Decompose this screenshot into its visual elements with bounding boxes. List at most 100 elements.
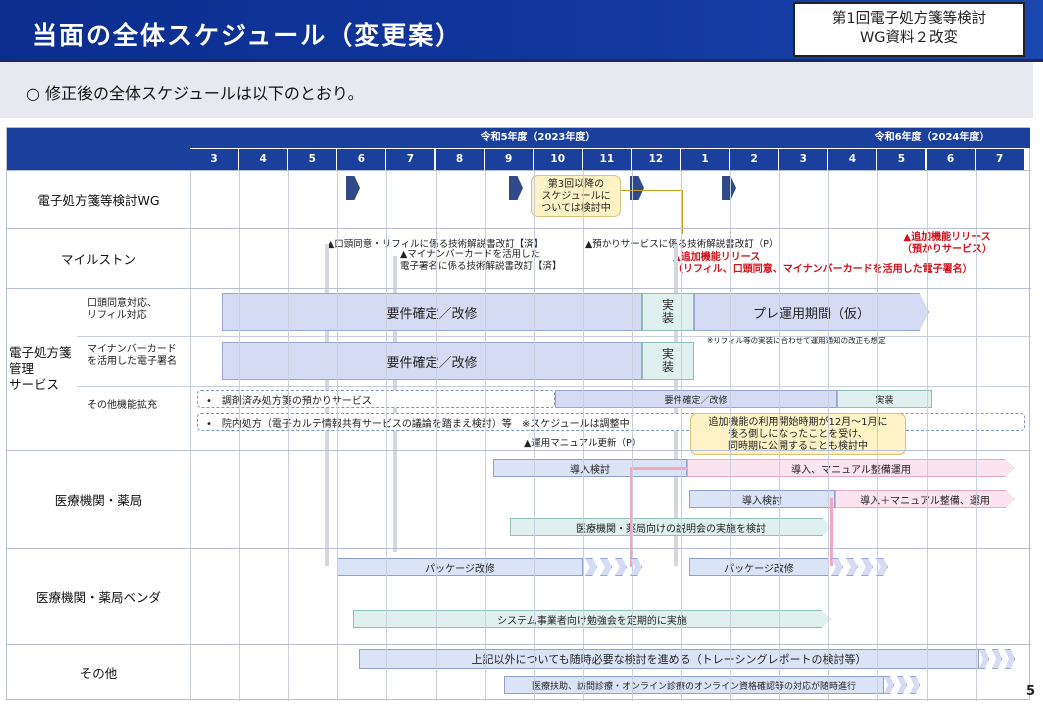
wg-marker-4 [722,176,736,200]
header-fy2024: 令和6年度（2024年度） [834,128,1030,148]
month-cell: 4 [828,149,877,170]
grid-vline [828,170,830,701]
other-req-bar: 要件確定／改修 [555,390,837,408]
grid-vline [533,170,535,701]
row-label-wg: 電子処方箋等検討WG [37,192,160,208]
chevron-marker [831,558,843,576]
grid-vline [190,170,191,701]
grid-vline [779,170,781,701]
grid-vline [975,170,977,701]
chevron-marker [897,676,907,694]
refill-note: ※リフィル等の実装に合わせて運用通知の改正も想定 [707,336,886,345]
milestone-release-2: ▲追加機能リリース （預かりサービス） [902,232,992,255]
other-impl-label: 実装 [875,395,894,406]
row-label-vendor: 医療機関・薬局ベンダ [35,589,161,605]
grid-vline [239,170,241,701]
month-cell: 5 [288,149,337,170]
document-label-line2: WG資料２改変 [859,30,959,46]
wg-marker-3 [630,176,644,200]
grid-vline [926,170,928,701]
milestone-mynumber: ▲マイナンバーカードを活用した 電子署名に係る技術解説書改訂【済】 [400,249,562,272]
grid-hline [7,288,1031,289]
header-corner [7,128,190,170]
summary-box [0,62,1033,118]
grid-hline [7,170,1031,171]
service-impl-2: 実 装 [642,342,694,380]
grid-hline [7,548,1031,549]
medical-op-bar-1: 導入、マニュアル整備運用 [687,459,1015,477]
medical-briefing-bar: 医療機関・薬局向けの説明会の実施を検討 [510,518,832,536]
month-cell: 7 [386,149,435,170]
vendor-study-bar: システム事業者向け勉強会を定期的に実施 [353,610,831,628]
chevron-marker [884,676,894,694]
manual-update: ▲運用マニュアル更新（P） [524,435,641,449]
medical-briefing-label: 医療機関・薬局向けの説明会の実施を検討 [576,523,766,535]
medical-op-bar-2: 導入＋マニュアル整備、運用 [835,490,1015,508]
month-cell: 8 [435,149,484,170]
document-label-line1: 第1回電子処方箋等検討 [831,11,987,27]
month-cell: 6 [337,149,386,170]
wg-connector [621,190,683,191]
month-cell: 1 [681,149,730,170]
others-bar-1: 上記以外についても随時必要な検討を進める（トレーシングレポートの検討等） [359,649,979,669]
pink-connector-1 [630,467,633,567]
service-impl-label-2: 実 装 [661,347,674,374]
vendor-pkg-label-1: パッケージ改修 [425,563,495,575]
grid-subline [77,386,1031,387]
page-number: 5 [1026,684,1036,699]
medical-op-label-1: 導入、マニュアル整備運用 [791,464,911,476]
chevron-marker [600,558,612,576]
chevron-marker [1005,649,1015,669]
medical-op-label-2: 導入＋マニュアル整備、運用 [860,495,990,507]
wg-connector-down [682,190,683,234]
pink-connector-2 [830,498,833,566]
medical-intro-label-2: 導入検討 [742,495,782,507]
grid-vline [288,170,290,701]
others-label-2: 医療扶助、訪問診療・オンライン診療のオンライン資格確認等の対応が随時進行 [531,681,856,692]
summary-text: ○ 修正後の全体スケジュールは以下のとおり。 [26,84,364,103]
grid-vline [877,170,879,701]
vendor-pkg-label-2: パッケージ改修 [724,563,794,575]
sub-label-mynumber: マイナンバーカード を活用した電子署名 [87,344,177,367]
header-fy2023: 令和5年度（2023年度） [242,128,834,148]
month-cell: 2 [730,149,779,170]
wg-marker-2 [509,176,523,200]
schedule-grid: 令和5年度（2023年度） 令和6年度（2024年度） 電子処方箋等検討WG マ… [6,127,1031,701]
row-label-service: 電子処方箋 管理 サービス [9,345,72,392]
grid-vline [386,170,388,701]
service-impl-1: 実 装 [642,293,694,331]
preop-label: プレ運用期間（仮） [752,306,870,322]
document-label: 第1回電子処方箋等検討 WG資料２改変 [793,2,1025,57]
row-label-medical: 医療機関・薬局 [54,492,143,508]
sub-label-oral: 口頭同意対応、 リフィル対応 [87,298,157,321]
chevron-marker [615,558,627,576]
row-label-milestone: マイルストン [60,251,136,267]
pink-connector-1h [630,467,687,470]
milestone-release-1: ▲追加機能リリース （リフィル、口頭同意、マイナンバーカードを活用した電子署名） [673,252,973,275]
other-impl-bar: 実装 [837,390,932,408]
grid-hline [7,450,1031,451]
medical-intro-label-1: 導入検討 [570,464,610,476]
grid-subline [77,336,1031,337]
month-cell: 4 [239,149,288,170]
wg-callout: 第3回以降の スケジュールに ついては検討中 [531,175,621,217]
grid-hline [7,644,1031,645]
grid-vline [435,170,437,701]
chevron-marker [910,676,920,694]
page-title: 当面の全体スケジュール（変更案） [32,21,463,50]
month-cell: 5 [877,149,926,170]
vendor-pkg-bar-2: パッケージ改修 [689,558,829,576]
grid-hline [7,228,1031,229]
grid-vline [484,170,486,701]
service-req-label-1: 要件確定／改修 [386,306,478,322]
vendor-study-label: システム事業者向け勉強会を定期的に実施 [497,615,687,627]
grid-vline [681,170,682,701]
chevron-marker [992,649,1002,669]
medical-intro-bar-1: 導入検討 [493,459,687,477]
month-cell: 10 [533,149,582,170]
medical-intro-bar-2: 導入検討 [689,490,835,508]
chevron-marker [979,649,989,669]
month-cell: 3 [190,149,239,170]
grid-vline [582,170,584,701]
grid-vline [337,170,339,701]
